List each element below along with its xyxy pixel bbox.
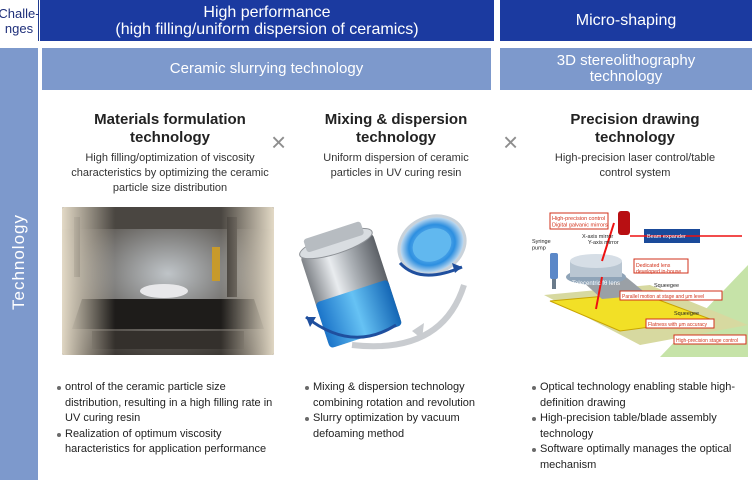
list-item: Slurry optimization by vacuum defoaming …	[305, 411, 495, 442]
materials-formulation-title: Materials formulation technology	[94, 111, 246, 146]
list-item: ontrol of the ceramic particle size dist…	[57, 380, 281, 427]
micro-shaping-header: Micro-shaping	[500, 0, 752, 41]
x-mirror-label: X-axis mirror	[582, 234, 613, 240]
precision-bullet-list: Optical technology enabling stable high-…	[532, 380, 750, 473]
high-performance-header-text: High performance (high filling/uniform d…	[115, 3, 419, 38]
technology-side-label: Technology	[9, 213, 28, 311]
flatness-label: Flatness with μm accuracy	[648, 322, 708, 328]
micro-shaping-header-text: Micro-shaping	[575, 12, 677, 29]
stage-control-label: High-precision stage control	[676, 338, 738, 344]
mixing-dispersion-title: Mixing & dispersion technology	[324, 111, 468, 146]
mixing-container-illustration	[292, 205, 492, 355]
mixing-bullet-list: Mixing & dispersion technology combining…	[305, 380, 495, 442]
materials-machine-photo	[62, 207, 274, 355]
ceramic-slurrying-header-text: Ceramic slurrying technology	[169, 60, 364, 77]
challenges-label-text: Challe- nges	[0, 5, 40, 36]
list-item: Software optimally manages the optical m…	[532, 442, 750, 473]
stereolithography-header-text: 3D stereolithography technology	[556, 52, 696, 85]
cross-multiply-icon: ×	[271, 127, 287, 157]
materials-bullet-list: ontrol of the ceramic particle size dist…	[57, 380, 281, 458]
list-item: Optical technology enabling stable high-…	[532, 380, 750, 411]
mixing-dispersion-desc: Uniform dispersion of ceramic particles …	[323, 152, 469, 179]
y-mirror-label: Y-axis mirror	[588, 240, 619, 246]
precision-drawing-title: Precision drawing technology	[570, 111, 700, 146]
materials-formulation-desc: High filling/optimization of viscosity c…	[71, 152, 269, 194]
ceramic-slurrying-header: Ceramic slurrying technology	[42, 48, 491, 90]
stereolithography-header: 3D stereolithography technology	[500, 48, 752, 90]
list-item: High-precision table/blade assembly tech…	[532, 411, 750, 442]
squeegee-label: Squeegee	[654, 283, 679, 289]
telecentric-lens-label: Telecentric fθ lens	[572, 281, 620, 287]
cross-multiply-icon: ×	[503, 127, 519, 157]
parallel-motion-label: Parallel motion at stage and μm level	[622, 294, 704, 300]
precision-drawing-desc: High-precision laser control/table contr…	[554, 152, 716, 179]
challenges-label: Challe- nges	[0, 0, 40, 41]
beam-expander-label: Beam expander	[647, 234, 686, 240]
high-performance-header: High performance (high filling/uniform d…	[40, 0, 494, 41]
list-item: Realization of optimum viscosity haracte…	[57, 427, 281, 458]
technology-side-bar	[0, 48, 38, 480]
squeegee-label: Squeegee	[674, 311, 699, 317]
list-item: Mixing & dispersion technology combining…	[305, 380, 495, 411]
